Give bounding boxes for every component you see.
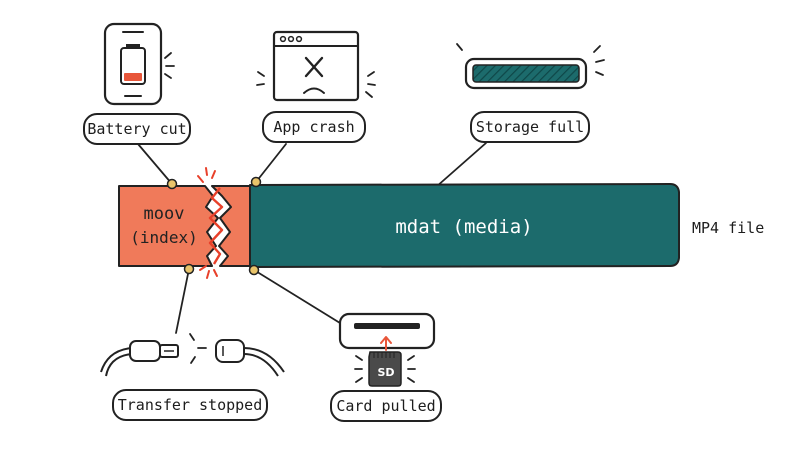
moov-segment bbox=[118, 185, 219, 267]
battery-connector bbox=[137, 143, 173, 185]
transfer-connector bbox=[175, 268, 190, 334]
crash-node bbox=[250, 176, 262, 188]
phone-battery-icon bbox=[103, 22, 175, 106]
card-pulled-label: Card pulled bbox=[330, 390, 442, 422]
card-node bbox=[248, 264, 260, 276]
storage-full-label: Storage full bbox=[470, 111, 590, 143]
break-crack-mark bbox=[208, 187, 224, 265]
battery-node bbox=[166, 178, 178, 190]
card-connector bbox=[253, 269, 341, 324]
crash-connector bbox=[255, 143, 287, 183]
sd-card-label: SD bbox=[377, 366, 395, 379]
mdat-label: mdat (media) bbox=[395, 216, 533, 238]
transfer-stopped-label: Transfer stopped bbox=[112, 389, 268, 421]
break-spark-icon bbox=[197, 167, 218, 279]
mdat-segment bbox=[249, 183, 680, 268]
app-crash-label: App crash bbox=[262, 111, 366, 143]
moov-sublabel: (index) bbox=[130, 228, 198, 247]
transfer-node bbox=[183, 263, 195, 275]
moov-label: moov bbox=[143, 204, 185, 224]
usb-cable-unplugged-icon bbox=[100, 333, 285, 377]
storage-connector bbox=[435, 142, 487, 188]
mp4-file-label: MP4 file bbox=[692, 219, 765, 237]
sd-card-slot-icon bbox=[338, 312, 436, 387]
app-crash-window-icon bbox=[256, 30, 376, 102]
full-storage-bar-icon bbox=[456, 43, 605, 90]
battery-cut-label: Battery cut bbox=[83, 113, 191, 145]
